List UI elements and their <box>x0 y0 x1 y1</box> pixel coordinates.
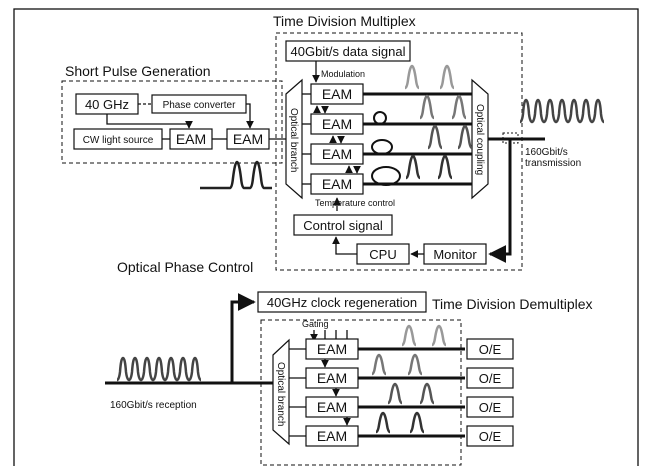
transmission-label-line1: 160Gbit/s <box>525 147 568 158</box>
delay-loop-2 <box>371 139 393 155</box>
demux-pulses <box>371 324 447 434</box>
oe-3-label: O/E <box>479 400 502 415</box>
oe-4 <box>466 425 514 447</box>
demux-eam-4-label: EAM <box>317 428 347 444</box>
clock-regeneration-box <box>257 291 427 313</box>
demux-title: Time Division Demultiplex <box>432 296 593 312</box>
mux-eam-2-label: EAM <box>322 116 352 132</box>
reception-label: 160Gbit/s reception <box>110 400 197 411</box>
tdm-region <box>275 32 523 271</box>
short-pulse-title: Short Pulse Generation <box>65 63 211 79</box>
oe-1 <box>466 338 514 360</box>
optical-branch-mux-label: Optical branch <box>288 108 299 172</box>
demux-eam-column: EAM EAM EAM EAM <box>305 338 359 447</box>
phase-control-title: Optical Phase Control <box>117 259 253 275</box>
demux-eam-3-label: EAM <box>317 399 347 415</box>
mux-eam-1-label: EAM <box>322 86 352 102</box>
generated-pulse-train <box>200 160 272 190</box>
oe-3 <box>466 396 514 418</box>
control-signal-label: Control signal <box>303 218 383 233</box>
oe-2-label: O/E <box>479 371 502 386</box>
outer-frame <box>13 8 639 466</box>
pulse-eam-2-label: EAM <box>233 131 263 147</box>
transmission-pulse-train <box>519 98 605 124</box>
clock-regeneration-label: 40GHz clock regeneration <box>267 295 417 310</box>
pulse-eam-1-label: EAM <box>176 131 206 147</box>
optical-branch-demux-label: Optical branch <box>275 362 286 426</box>
mux-eam-4-label: EAM <box>322 176 352 192</box>
demux-eam-1-label: EAM <box>317 341 347 357</box>
tdm-title: Time Division Multiplex <box>273 13 416 29</box>
data-signal-label: 40Gbit/s data signal <box>291 44 406 59</box>
reception-pulse-train <box>116 356 202 382</box>
mux-eam-column: EAM EAM EAM EAM <box>310 83 364 195</box>
oe-2 <box>466 367 514 389</box>
phase-converter-label: Phase converter <box>163 100 236 111</box>
optical-branch-demux <box>272 338 290 446</box>
temperature-control-label: Temperature control <box>315 198 395 208</box>
clock-40ghz-label: 40 GHz <box>85 97 129 112</box>
modulation-arrows <box>313 105 361 174</box>
converter-to-eam2-arrow <box>246 103 254 129</box>
short-pulse-region <box>61 80 283 164</box>
channel-pulses <box>404 64 473 180</box>
monitor-label: Monitor <box>433 247 477 262</box>
modulation-label: Modulation <box>321 69 365 79</box>
tap-to-monitor-arrow <box>488 139 512 263</box>
control-signal-box <box>293 214 393 236</box>
oe-1-label: O/E <box>479 342 502 357</box>
cw-light-source-label: CW light source <box>83 135 154 146</box>
gating-label: Gating <box>302 319 329 329</box>
cpu-label: CPU <box>369 247 396 262</box>
optical-branch-mux <box>285 78 303 200</box>
demux-eam-2-label: EAM <box>317 370 347 386</box>
data-signal-box <box>285 40 411 62</box>
delay-loop-1 <box>373 111 387 125</box>
delay-loop-3 <box>371 166 401 186</box>
tap-point <box>502 132 519 144</box>
tap-to-clock-regen-arrow <box>230 293 256 383</box>
demux-region <box>260 319 462 466</box>
optical-coupling <box>471 78 489 200</box>
oe-4-label: O/E <box>479 429 502 444</box>
clock-to-eam1-arrow <box>106 114 193 129</box>
optical-coupling-label: Optical coupling <box>474 104 485 175</box>
transmission-label-line2: transmission <box>525 158 581 169</box>
cpu-to-control-arrow <box>332 236 357 255</box>
mux-eam-3-label: EAM <box>322 146 352 162</box>
